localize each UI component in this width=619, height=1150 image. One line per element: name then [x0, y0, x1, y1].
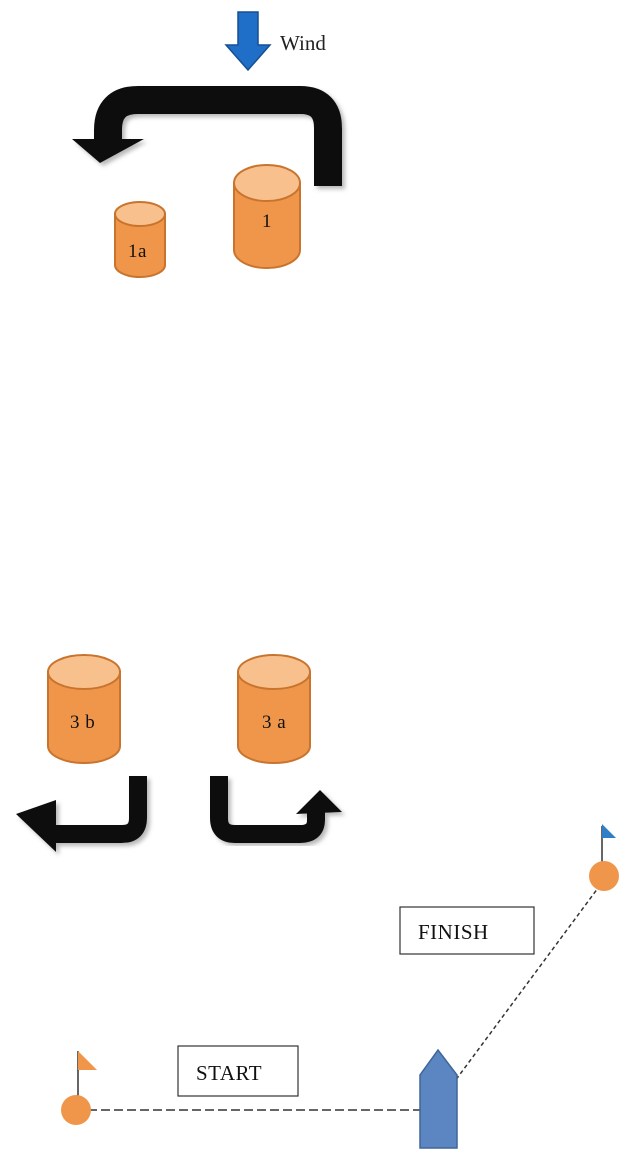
mark-1-body — [233, 182, 301, 269]
mark-3a-body — [237, 671, 311, 764]
rounding-arrow-3a-icon — [210, 776, 325, 843]
rounding-arrow-3b-icon — [54, 776, 147, 843]
rounding-arrow-3a-head-icon — [296, 790, 342, 814]
rounding-arrow-3a — [210, 776, 342, 843]
finish-flag-icon — [602, 824, 616, 838]
finish-line-dashes — [451, 887, 599, 1086]
mark-3b-label: 3 b — [70, 712, 95, 733]
finish-label: FINISH — [418, 920, 489, 944]
wind-indicator: Wind — [224, 11, 326, 72]
finish-box — [399, 906, 535, 955]
committee-boat — [419, 1048, 458, 1149]
start-label: START — [196, 1061, 262, 1085]
mark-3a-label: 3 a — [262, 712, 286, 733]
mark-1: 1 — [233, 164, 301, 269]
start-buoy-icon — [61, 1095, 91, 1125]
finish-line — [451, 887, 599, 1086]
mark-1a-body — [114, 213, 166, 278]
mark-3b: 3 b — [47, 654, 121, 764]
mark-3a-top — [237, 654, 311, 690]
start-buoy — [61, 1051, 97, 1125]
rounding-arrow-3b-head-icon — [16, 800, 56, 852]
mark-3b-top — [47, 654, 121, 690]
mark-3b-body — [47, 671, 121, 764]
rounding-arrow-top — [72, 86, 342, 186]
finish-buoy — [589, 824, 619, 891]
finish-buoy-icon — [589, 861, 619, 891]
committee-boat-icon — [419, 1048, 458, 1149]
finish-label-box: FINISH — [399, 906, 535, 955]
wind-arrow-icon — [224, 11, 272, 72]
start-box — [177, 1045, 299, 1097]
rounding-arrow-top-icon — [94, 86, 342, 186]
mark-3a: 3 a — [237, 654, 311, 764]
mark-1a: 1a — [114, 201, 166, 278]
rounding-arrow-top-head-icon — [72, 139, 144, 163]
start-label-box: START — [177, 1045, 299, 1097]
mark-1a-label: 1a — [128, 241, 147, 262]
rounding-arrow-3b — [16, 776, 147, 852]
start-flag-icon — [78, 1051, 97, 1070]
wind-label: Wind — [280, 31, 326, 55]
mark-1-top — [233, 164, 301, 202]
mark-1a-top — [114, 201, 166, 227]
mark-1-label: 1 — [262, 211, 272, 232]
